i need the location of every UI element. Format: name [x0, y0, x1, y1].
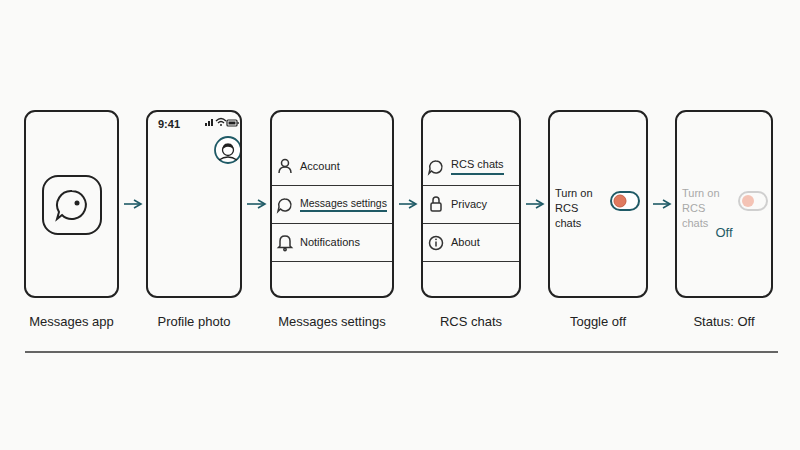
phone-screen: 9:41Profile photo — [146, 110, 242, 298]
menu-row: About — [423, 224, 519, 262]
step-caption: Profile photo — [158, 314, 231, 329]
toggle-label: Turn on RCS chats — [555, 186, 607, 231]
flow-arrow — [124, 203, 141, 205]
menu-label: About — [451, 236, 480, 249]
menu-row: Privacy — [423, 186, 519, 224]
menu-row: Messages settings — [272, 186, 392, 224]
phone-screen: Turn on RCS chatsOffStatus: Off — [675, 110, 773, 298]
menu-label-selected: Messages settings — [300, 197, 387, 213]
status-time: 9:41 — [158, 118, 180, 130]
toggle-switch-disabled — [739, 192, 767, 210]
menu-label-selected: RCS chats — [451, 158, 504, 174]
toggle-label-disabled: Turn on RCS chats — [682, 186, 734, 231]
menu-label: Account — [300, 160, 340, 173]
status-icons — [205, 119, 239, 127]
status-value: Off — [677, 225, 771, 240]
phone-screen: RCS chatsRCS chatsPrivacyAbout — [421, 110, 521, 298]
menu-row: RCS chats — [423, 148, 519, 186]
step-caption: RCS chats — [440, 314, 502, 329]
baseline-rule — [25, 351, 778, 353]
flow-arrow — [653, 203, 670, 205]
flow-arrow — [526, 203, 543, 205]
menu-icons — [278, 160, 443, 251]
phone-screen: Turn on RCS chatsToggle off — [548, 110, 648, 298]
app-icon — [43, 176, 101, 234]
menu-label: Privacy — [451, 198, 487, 211]
menu-row: Notifications — [272, 224, 392, 262]
flow-arrow — [247, 203, 265, 205]
step-caption: Messages app — [29, 314, 114, 329]
menu-row: Account — [272, 148, 392, 186]
menu-label: Notifications — [300, 236, 360, 249]
step-caption: Status: Off — [693, 314, 754, 329]
avatar-icon — [215, 137, 241, 163]
step-caption: Toggle off — [570, 314, 626, 329]
step-caption: Messages settings — [278, 314, 386, 329]
toggle-switch — [611, 192, 639, 210]
flow-arrow — [399, 203, 416, 205]
phone-screen: Messages app — [24, 110, 119, 298]
phone-screen: Messages settingsAccountMessages setting… — [270, 110, 394, 298]
